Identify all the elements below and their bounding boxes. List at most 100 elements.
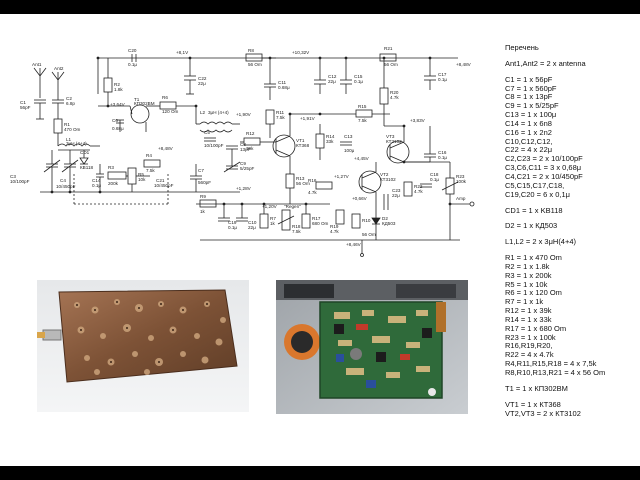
label-c23: C23	[392, 188, 401, 193]
label-c16: C16	[438, 150, 447, 155]
label-r1-value: 470 Om	[64, 127, 81, 132]
label-r18-value: 7.5k	[292, 229, 301, 234]
label-c12: C12	[328, 74, 337, 79]
label-c3: C3	[10, 174, 16, 179]
label-c6: C6	[112, 118, 118, 123]
label-cd1-value: КВ118	[80, 165, 94, 170]
label-r23: R23	[456, 174, 465, 179]
label-r11: R11	[276, 110, 285, 115]
label-c6-value: 0.68μ	[112, 126, 124, 131]
label-voltage-2: +3,64V	[110, 102, 126, 107]
label-c8-value: 13pF	[240, 147, 251, 152]
label-voltage-4: +8,48V	[456, 62, 472, 67]
parts-list-item: C8 = 1 x 13pF	[505, 92, 553, 102]
parts-list-item: C1 = 1 x 56pF	[505, 74, 553, 84]
label-r4-value: 7.5k	[146, 168, 155, 173]
label-c23-value: 22μ	[392, 193, 400, 198]
label-vt2: VT2	[380, 172, 389, 177]
label-r12-value: 39k	[246, 146, 254, 151]
parts-list-item: VT1 = 1 x КТ368	[505, 399, 561, 409]
parts-list-item: C13 = 1 x 100μ	[505, 110, 557, 120]
parts-list-item: C5,C15,C17,C18,	[505, 180, 565, 190]
label-c13: C13	[344, 134, 353, 139]
label-c1: C1	[20, 100, 26, 105]
label-c15-value: 0.1μ	[354, 79, 363, 84]
label-t1-value: КП302ВМ	[134, 101, 155, 106]
label-r5-value: 10k	[138, 177, 146, 182]
label-r22: R22	[414, 184, 423, 189]
parts-list-item: R8,R10,R13,R21 = 4 x 56 Om	[505, 368, 606, 377]
parts-list-item: C22 = 4 x 22μ	[505, 145, 553, 155]
label-l2: L2	[200, 110, 206, 115]
parts-list-item: C16 = 1 x 2n2	[505, 127, 552, 137]
label-r22-value: 4.7k	[414, 189, 423, 194]
label-r4: R4	[146, 153, 152, 158]
label-d2-value: КД503	[382, 221, 396, 226]
label-c5-value: 10/100pF	[204, 143, 224, 148]
label-voltage-13: +1,20V	[262, 204, 278, 209]
label-c2-value: 6.8p	[66, 101, 75, 106]
label-vt1: VT1	[296, 138, 305, 143]
label-c4-value: 10/450pF	[56, 184, 76, 189]
label-c17: C17	[438, 72, 447, 77]
label-vt2-value: КТ3102	[380, 177, 396, 182]
label-c1-value: 56pF	[20, 105, 31, 110]
label-c7: C7	[198, 168, 204, 173]
label-c11-value: 0.68μ	[278, 85, 290, 90]
parts-list-item: Ant1,Ant2 = 2 x antenna	[505, 58, 586, 68]
parts-list-item: R6 = 1 x 120 Om	[505, 288, 562, 298]
label-cd1: CD1	[80, 150, 90, 155]
label-c20-value: 0.1μ	[128, 62, 137, 67]
label-r3-value: 200k	[108, 181, 119, 186]
parts-list-title: Перечень	[505, 43, 539, 52]
label-r11-value: 7.5k	[276, 115, 285, 120]
label-r13-value: 56 Om	[296, 181, 310, 186]
label-r10: R10	[362, 218, 371, 223]
label-c17-value: 0.1μ	[438, 77, 447, 82]
label-r1: R1	[64, 122, 70, 127]
label-t1: T1	[134, 97, 140, 102]
parts-list-item: R3 = 1 x 200k	[505, 270, 552, 280]
label-voltage-11: +1,28V	[236, 186, 252, 191]
label-vt1-value: КТ368	[296, 143, 310, 148]
label-c19-value: 0.1μ	[228, 225, 237, 230]
label-voltage-5: +3,83V	[410, 118, 426, 123]
label-r19: R19	[330, 224, 339, 229]
label-r7-value: 1k	[270, 221, 276, 226]
label-voltage-12: +0,66V	[352, 196, 368, 201]
label-l1-value: 3μH (4+4)	[66, 141, 87, 146]
label-r10-value: 56 Om	[362, 232, 376, 237]
label-r3: R3	[108, 165, 114, 170]
assembled-board-photo	[276, 280, 468, 414]
parts-list-item: C3,C6,C11 = 3 x 0,68μ	[505, 163, 582, 173]
parts-list-item: C19,C20 = 6 x 0,1μ	[505, 189, 570, 199]
label-d2: D2	[382, 216, 388, 221]
label-c2: C2	[66, 96, 72, 101]
label-r13: R13	[296, 176, 305, 181]
label-c10: C10	[248, 220, 257, 225]
label-r17-value: 680 Om	[312, 221, 329, 226]
label-c3-value: 10/100pF	[10, 179, 30, 184]
parts-list-item: D2 = 1 x КД503	[505, 221, 558, 231]
label-voltage-8: +8,48V	[158, 146, 174, 151]
parts-list-item: C2,C23 = 2 x 10/100pF	[505, 154, 583, 164]
parts-list-item: R12 = 1 x 39k	[505, 306, 552, 316]
label-c18-value: 0.1μ	[430, 177, 439, 182]
label-r2: R2	[114, 82, 120, 87]
parts-list-item: R4,R11,R15,R18 = 4 x 7,5k	[505, 359, 597, 369]
label-r14-value: 33k	[326, 139, 334, 144]
label-r21: R21	[384, 46, 393, 51]
label-c10-value: 22μ	[248, 225, 256, 230]
parts-list-item: VT2,VT3 = 2 x КТ3102	[505, 408, 581, 418]
parts-list-item: C14 = 1 x 6n8	[505, 118, 552, 128]
parts-list-item: R23 = 1 x 100k	[505, 332, 556, 342]
parts-list-item: R14 = 1 x 33k	[505, 314, 552, 324]
label-c22: C22	[198, 76, 207, 81]
label-c20: C20	[128, 48, 137, 53]
label-r2-value: 1.8k	[114, 87, 123, 92]
label-vt3-value: КТ3102	[386, 139, 402, 144]
parts-list-item: C10,C12,C12,	[505, 136, 553, 146]
label-c9-value: 5/25pF	[240, 166, 254, 171]
label-r20-value: 4.7k	[390, 95, 399, 100]
